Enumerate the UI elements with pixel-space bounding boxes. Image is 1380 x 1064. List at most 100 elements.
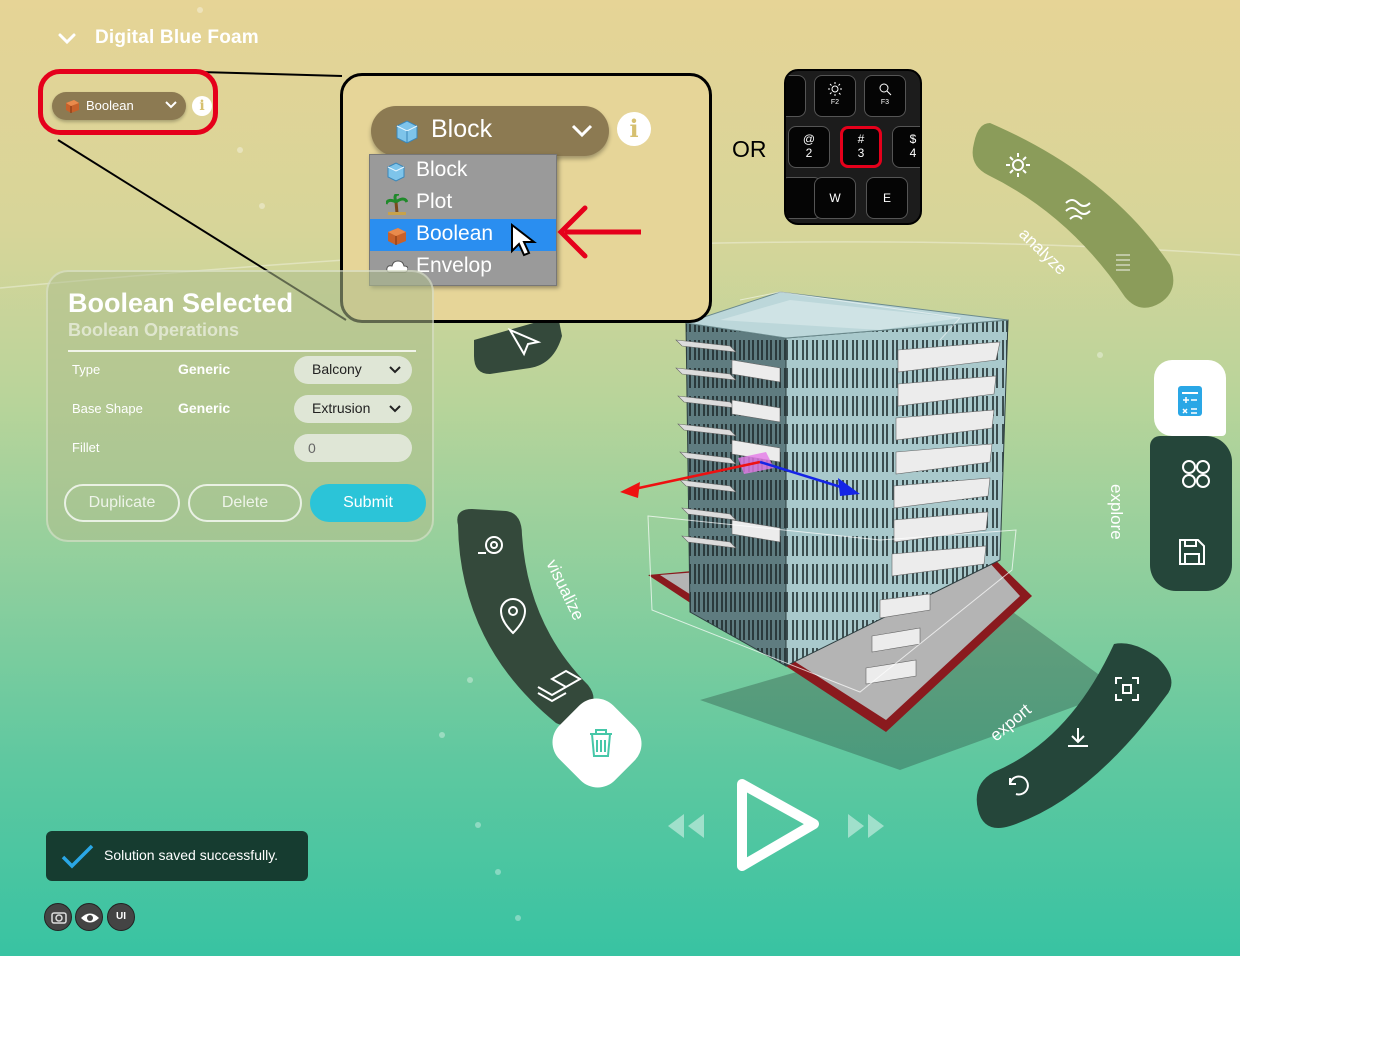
download-icon[interactable] xyxy=(1068,728,1088,747)
gizmo-z-arrow[interactable] xyxy=(838,478,860,496)
visibility-button[interactable] xyxy=(75,903,103,931)
collapse-chevron-icon[interactable] xyxy=(56,28,78,50)
layers-icon[interactable] xyxy=(537,669,583,703)
mouse-cursor-icon xyxy=(511,223,537,257)
key-2: @ 2 xyxy=(788,126,830,168)
dropdown-selected-label-zoomed: Block xyxy=(431,115,493,143)
checkmark-icon xyxy=(61,844,94,869)
menu-item-envelop[interactable]: Envelop xyxy=(370,251,556,283)
submit-button[interactable]: Submit xyxy=(310,484,426,522)
sun-icon[interactable] xyxy=(1006,153,1030,177)
keyboard-shortcut-image: F2 F3 @ 2 # 3 $ 4 W E xyxy=(784,69,922,225)
toast-message: Solution saved successfully. xyxy=(104,847,279,863)
trash-icon[interactable] xyxy=(586,726,616,758)
gizmo-x-arrow[interactable] xyxy=(620,482,640,498)
boolean-brick-icon xyxy=(388,228,406,245)
fullscreen-icon[interactable] xyxy=(1115,677,1139,701)
key-legend: E xyxy=(882,191,891,205)
delete-button[interactable]: Delete xyxy=(188,484,302,522)
ambient-dots xyxy=(197,7,1103,921)
duplicate-button[interactable]: Duplicate xyxy=(64,484,180,522)
menu-item-block[interactable]: Block xyxy=(370,155,556,187)
analyze-label: analyze xyxy=(1015,224,1070,278)
fillet-label: Fillet xyxy=(72,440,100,455)
analyze-arc xyxy=(972,123,1174,308)
key-legend: F3 xyxy=(880,99,890,106)
key-e: E xyxy=(866,177,908,219)
fast-forward-icon[interactable] xyxy=(844,810,888,844)
f3-key: F3 xyxy=(864,75,906,117)
calculator-icon[interactable] xyxy=(1154,360,1226,436)
dropdown-selected-label: Boolean xyxy=(86,98,134,113)
camera-button[interactable] xyxy=(44,903,72,931)
f2-key: F2 xyxy=(814,75,856,117)
rewind-icon[interactable] xyxy=(664,810,708,844)
type-label: Type xyxy=(72,362,101,377)
visualize-arc xyxy=(457,509,594,726)
calculator-card[interactable] xyxy=(1154,360,1226,436)
divider xyxy=(68,350,416,352)
object-type-dropdown[interactable]: Boolean xyxy=(52,92,186,120)
camera-icon xyxy=(51,912,67,924)
boolean-properties-panel: Boolean Selected Boolean Operations Type… xyxy=(46,270,434,542)
key-3: # 3 xyxy=(840,126,882,168)
menu-item-plot[interactable]: Plot xyxy=(370,187,556,219)
key-legend: W xyxy=(829,191,841,205)
block-cube-icon xyxy=(396,120,418,144)
boolean-brick-icon xyxy=(66,100,79,113)
chevron-down-icon xyxy=(389,405,401,413)
base-shape-select[interactable]: Extrusion xyxy=(294,395,412,423)
menu-item-label: Block xyxy=(416,158,468,181)
export-menu[interactable]: export xyxy=(970,640,1180,830)
object-type-menu: Block Plot Boolean Envelop xyxy=(369,154,557,286)
gizmo-x-axis[interactable] xyxy=(633,460,761,491)
type-select[interactable]: Balcony xyxy=(294,356,412,384)
location-pin-icon[interactable] xyxy=(499,598,527,635)
panel-title: Boolean Selected xyxy=(68,288,294,318)
block-cube-icon xyxy=(387,162,405,182)
menu-item-label: Envelop xyxy=(416,254,492,277)
select-tool-tab[interactable] xyxy=(470,316,570,376)
water-icon[interactable] xyxy=(1116,254,1130,271)
tape-measure-icon[interactable] xyxy=(478,536,503,554)
balconies-left xyxy=(675,339,737,549)
wireframe-volume xyxy=(647,515,1017,693)
key-legend-bottom: 2 xyxy=(805,146,813,160)
save-icon[interactable] xyxy=(1179,539,1205,565)
panel-subtitle: Boolean Operations xyxy=(68,320,240,340)
app-title: Digital Blue Foam xyxy=(95,27,259,48)
info-icon[interactable]: i xyxy=(617,112,651,146)
wireframe-top xyxy=(739,291,962,341)
object-type-dropdown-zoomed[interactable]: Block xyxy=(371,106,609,156)
search-icon xyxy=(879,83,892,96)
viewport[interactable]: analyze explore visualize xyxy=(0,0,1240,956)
visualize-menu[interactable]: visualize xyxy=(450,505,610,735)
menu-item-label: Plot xyxy=(416,190,453,213)
key-legend-bottom: 3 xyxy=(857,146,865,160)
menu-item-boolean[interactable]: Boolean xyxy=(370,219,556,257)
play-icon[interactable] xyxy=(730,776,826,876)
ui-toggle-button[interactable]: UI xyxy=(107,903,135,931)
base-shape-value: Generic xyxy=(178,400,231,416)
key-legend: F2 xyxy=(830,99,840,106)
key-4: $ 4 xyxy=(892,126,920,168)
scene-canvas[interactable] xyxy=(0,0,1240,956)
explore-menu[interactable] xyxy=(1150,436,1232,591)
cursor-select-icon[interactable] xyxy=(507,327,542,357)
palm-tree-icon xyxy=(386,194,408,215)
type-value: Generic xyxy=(178,361,231,377)
analyze-menu[interactable]: analyze xyxy=(960,115,1190,315)
pointer-arrow-icon xyxy=(557,205,641,259)
zoom-callout: Block i Block Plot Boolean Envelop xyxy=(340,73,712,323)
key-legend-top: # xyxy=(857,132,865,146)
grid-icon[interactable] xyxy=(1182,460,1210,488)
fillet-input[interactable]: 0 xyxy=(294,434,412,462)
refresh-icon[interactable] xyxy=(1009,775,1029,796)
info-icon[interactable]: i xyxy=(192,96,212,116)
success-toast: Solution saved successfully. xyxy=(46,831,308,881)
gizmo-z-axis[interactable] xyxy=(759,460,845,490)
wind-icon[interactable] xyxy=(1065,199,1091,220)
chevron-down-icon xyxy=(165,101,177,109)
balconies-right xyxy=(731,341,1001,685)
fillet-input-value: 0 xyxy=(308,440,316,456)
